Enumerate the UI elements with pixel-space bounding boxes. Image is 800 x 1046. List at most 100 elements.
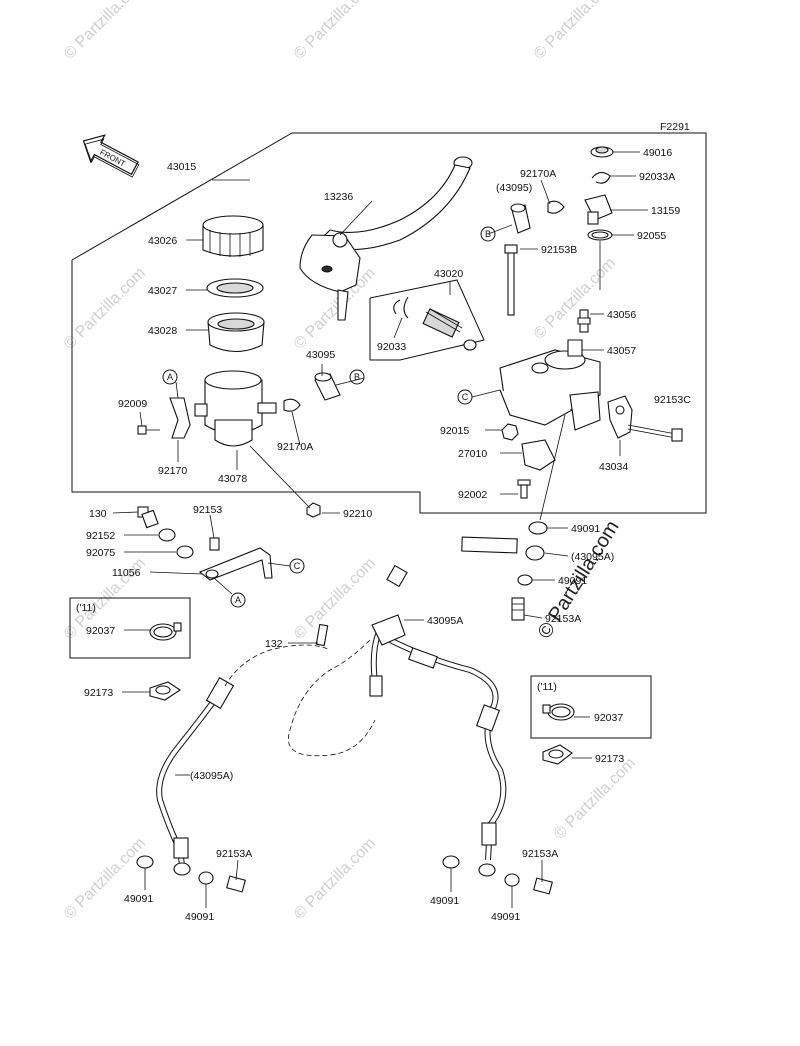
part-label: 43057 — [607, 345, 636, 357]
clamp-92173-left — [149, 681, 181, 701]
part-label: 49091 — [491, 911, 520, 923]
part-label: ('11) — [537, 681, 557, 693]
part-label: 92152 — [86, 530, 115, 542]
year-2011-box-left — [69, 597, 191, 659]
part-label: 43078 — [218, 473, 247, 485]
screw-92002 — [517, 479, 531, 499]
svg-text:C: C — [294, 561, 301, 571]
watermark: © Partzilla.com — [61, 835, 149, 923]
bolt-130 — [137, 506, 159, 529]
part-label: 92037 — [594, 712, 623, 724]
part-label: 92037 — [86, 625, 115, 637]
part-label: 92033A — [639, 171, 675, 183]
watermark: © Partzilla.com — [531, 255, 619, 343]
brake-hose-assembly — [156, 536, 545, 877]
part-label: 92009 — [118, 398, 147, 410]
part-label: 92153C — [654, 394, 691, 406]
part-label: (43095A) — [190, 770, 233, 782]
callout-a-top: A — [162, 369, 178, 385]
part-label: 92055 — [637, 230, 666, 242]
part-label: 49016 — [643, 147, 672, 159]
part-label: 92173 — [595, 753, 624, 765]
part-label: 49091 — [571, 523, 600, 535]
watermark: © Partzilla.com — [551, 755, 639, 843]
part-label: 92015 — [440, 425, 469, 437]
svg-text:A: A — [167, 372, 173, 382]
part-label: 13159 — [651, 205, 680, 217]
part-label: 92153B — [541, 244, 577, 256]
watermark: © Partzilla.com — [531, 0, 619, 63]
part-label: 49091 — [558, 575, 587, 587]
year-2011-box-right — [530, 675, 652, 739]
hose-joint-13159 — [584, 194, 613, 225]
part-label: 92153A — [522, 848, 558, 860]
brake-lever — [299, 156, 473, 321]
part-label: 27010 — [458, 448, 487, 460]
piston-assembly — [393, 296, 477, 351]
clamp-92037-left — [149, 622, 182, 641]
brake-switch — [521, 439, 556, 471]
watermark: © Partzilla.com — [61, 0, 149, 63]
bleeder-43056 — [577, 309, 591, 333]
washer-49091-mid — [517, 521, 548, 586]
piston-kit-outline — [369, 279, 485, 361]
part-label: 43056 — [607, 309, 636, 321]
part-label: 92153A — [216, 848, 252, 860]
svg-text:B: B — [354, 372, 360, 382]
part-label: 132 — [265, 638, 283, 650]
part-label: 92075 — [86, 547, 115, 559]
front-arrow-icon: FRONT — [82, 134, 140, 178]
hose-clamp-92170a — [283, 398, 301, 412]
svg-text:A: A — [235, 595, 241, 605]
clamp-92037-right — [542, 703, 575, 721]
part-label: 43026 — [148, 235, 177, 247]
hose-43095-right — [510, 203, 531, 234]
assembly-outline — [71, 132, 707, 514]
part-label: 92153A — [545, 613, 581, 625]
part-label: 11056 — [112, 567, 141, 579]
part-label: 43015 — [167, 161, 196, 173]
part-label: 92170A — [520, 168, 556, 180]
leader-lines — [112, 151, 648, 908]
nut-92015 — [501, 423, 519, 441]
collar-92152 — [158, 528, 176, 542]
watermark: © Partzilla.com — [61, 265, 149, 353]
bleeder-cap-43057 — [567, 339, 583, 357]
bracket-11056 — [198, 547, 273, 581]
part-label: (43095A) — [571, 551, 614, 563]
washers-bottom — [136, 855, 520, 887]
watermark: © Partzilla.com — [291, 0, 379, 63]
part-label: 43028 — [148, 325, 177, 337]
part-label: 92170 — [158, 465, 187, 477]
part-label: 43034 — [599, 461, 628, 473]
part-label: 43095A — [427, 615, 463, 627]
clamp-92173-right — [542, 744, 573, 765]
part-label: 92153 — [193, 504, 222, 516]
reservoir-cap — [202, 215, 264, 257]
diaphragm-plate — [206, 278, 264, 298]
figure-code: F2291 — [660, 121, 690, 133]
callout-c-low: C — [289, 558, 305, 574]
part-label: 49091 — [124, 893, 153, 905]
watermark: © Partzilla.com — [291, 835, 379, 923]
circlip-92033a — [591, 171, 611, 184]
bolt-132 — [315, 623, 329, 647]
part-label: 130 — [89, 508, 107, 520]
bracket-clip — [169, 397, 191, 439]
o-ring-92055 — [587, 229, 613, 241]
svg-text:C: C — [462, 392, 469, 402]
callout-c-mid: C — [457, 389, 473, 405]
part-label: 43020 — [434, 268, 463, 280]
part-label: ('11) — [76, 602, 96, 614]
clamp-holder — [607, 395, 633, 439]
part-label: 13236 — [324, 191, 353, 203]
part-label: (43095) — [496, 182, 532, 194]
part-label: 43095 — [306, 349, 335, 361]
part-label: 92002 — [458, 489, 487, 501]
clamp-92170a-right — [547, 200, 565, 214]
nut-92210 — [306, 502, 321, 518]
washer-92075 — [176, 545, 194, 559]
part-label: 92210 — [343, 508, 372, 520]
callout-b-mid: B — [349, 369, 365, 385]
